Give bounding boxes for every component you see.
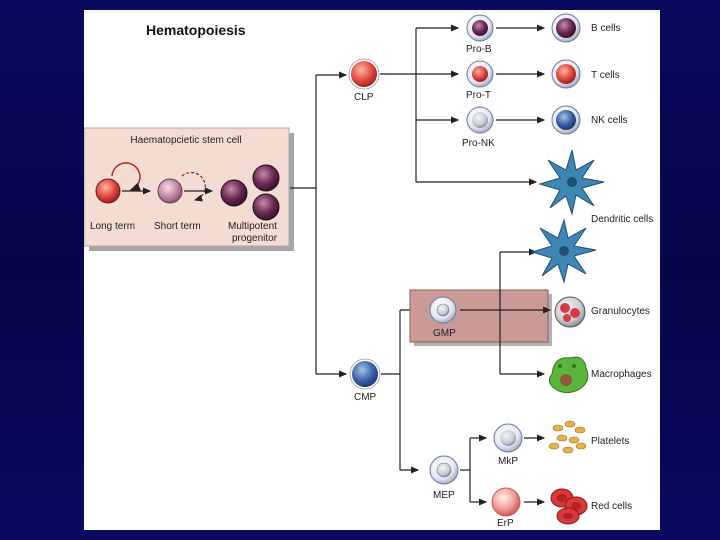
cmp-cell	[350, 359, 380, 389]
dendritic-cells-label: Dendritic cells	[591, 214, 653, 225]
clp-cell	[349, 59, 379, 89]
long-term-label: Long term	[90, 221, 135, 232]
diagram-slide: Hematopoiesis Haematopcietic stem cell L…	[84, 10, 660, 530]
b-cells-label: B cells	[591, 23, 620, 34]
multipotent-label-1: Multipotent	[228, 221, 277, 232]
granulocytes-label: Granulocytes	[591, 306, 650, 317]
clp-label: CLP	[354, 92, 374, 103]
short-term-label: Short term	[154, 221, 201, 232]
granulocyte-cell	[554, 296, 586, 328]
nk-cells-label: NK cells	[591, 115, 628, 126]
t-cells-label: T cells	[591, 70, 620, 81]
pro-nk-label: Pro-NK	[462, 138, 495, 149]
multipotent-progenitor-cell	[220, 179, 248, 207]
platelets-cluster	[548, 420, 587, 454]
gmp-label: GMP	[433, 328, 456, 339]
pro-b-label: Pro-B	[466, 44, 492, 55]
mkp-label: MkP	[498, 456, 518, 467]
lineage-connectors	[290, 24, 546, 506]
hematopoiesis-diagram: Hematopoiesis Haematopcietic stem cell L…	[84, 13, 653, 529]
hsc-box: Haematopcietic stem cell Long term Short…	[84, 127, 294, 251]
limited-renew-arrow	[181, 171, 206, 202]
short-term-hsc-cell	[157, 178, 183, 204]
mep-label: MEP	[433, 490, 455, 501]
long-term-hsc-cell	[95, 178, 121, 204]
erp-cell	[491, 487, 521, 517]
hsc-box-title: Haematopcietic stem cell	[130, 135, 241, 146]
cmp-label: CMP	[354, 392, 377, 403]
red-cells-label: Red cells	[591, 501, 632, 512]
erp-label: ErP	[497, 518, 514, 529]
pro-t-label: Pro-T	[466, 90, 491, 101]
self-renew-arrow	[111, 162, 142, 191]
diagram-title: Hematopoiesis	[146, 22, 246, 38]
red-cells-cluster	[550, 488, 588, 525]
platelets-label: Platelets	[591, 436, 629, 447]
macrophages-label: Macrophages	[591, 369, 652, 380]
multipotent-label-2: progenitor	[232, 233, 278, 244]
gmp-box	[409, 289, 552, 346]
